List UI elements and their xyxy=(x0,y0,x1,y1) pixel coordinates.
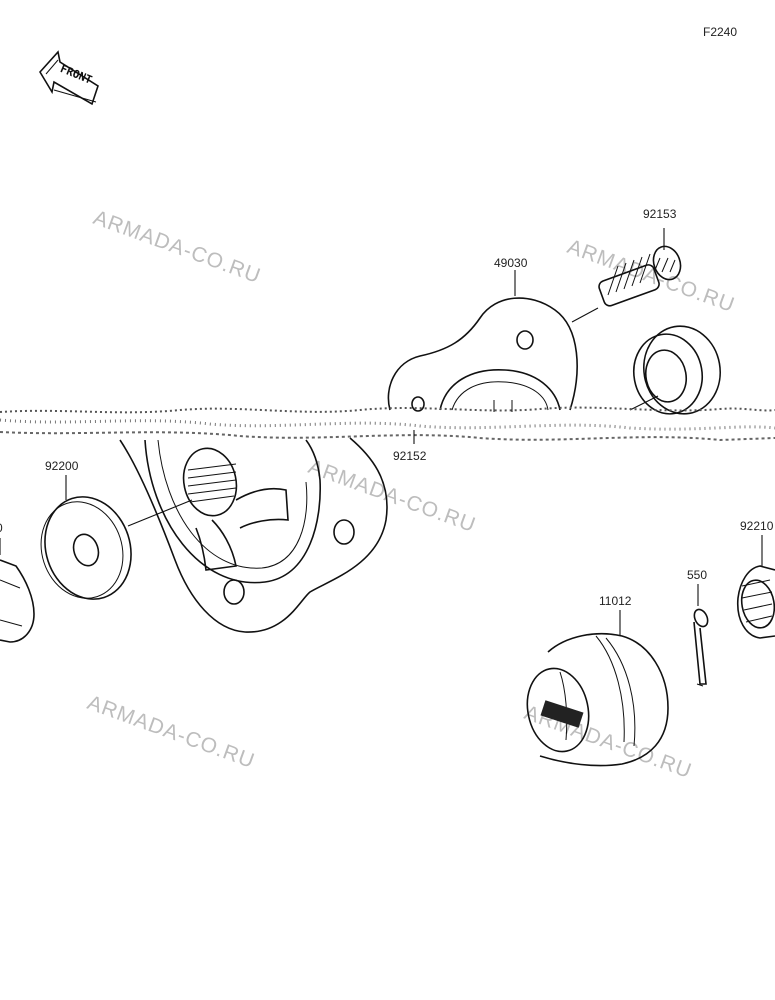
torn-edge-band xyxy=(0,406,775,442)
watermark: ARMADA-CO.RU xyxy=(84,691,258,773)
cotter-pin-550 xyxy=(693,608,709,687)
watermark: ARMADA-CO.RU xyxy=(305,455,479,537)
label-49030: 49030 xyxy=(494,256,528,270)
front-arrow-text: FRONT xyxy=(58,62,94,87)
leader-stud-to-hub xyxy=(571,307,599,323)
label-92152: 92152 xyxy=(393,449,427,463)
watermark: ARMADA-CO.RU xyxy=(564,235,738,317)
oil-seal-92152 xyxy=(633,325,721,415)
nut-left xyxy=(0,559,35,643)
label-11012: 11012 xyxy=(599,594,632,608)
leader-seal xyxy=(629,395,659,411)
washer-92200 xyxy=(40,496,132,600)
label-left-cut: 0 xyxy=(0,521,3,535)
watermark: ARMADA-CO.RU xyxy=(90,206,264,288)
label-92153: 92153 xyxy=(643,207,677,221)
leader-washer-to-hub xyxy=(127,499,193,527)
label-92210: 92210 xyxy=(740,519,774,533)
nut-92210 xyxy=(736,565,775,639)
label-92200: 92200 xyxy=(45,459,79,473)
cap-11012 xyxy=(526,632,669,767)
label-550: 550 xyxy=(687,568,707,582)
hub-lower xyxy=(119,437,388,633)
stud-bolt-92153 xyxy=(598,245,682,307)
figure-code: F2240 xyxy=(703,25,737,39)
hub-49030 xyxy=(387,297,578,412)
front-arrow-icon: FRONT xyxy=(39,50,99,106)
